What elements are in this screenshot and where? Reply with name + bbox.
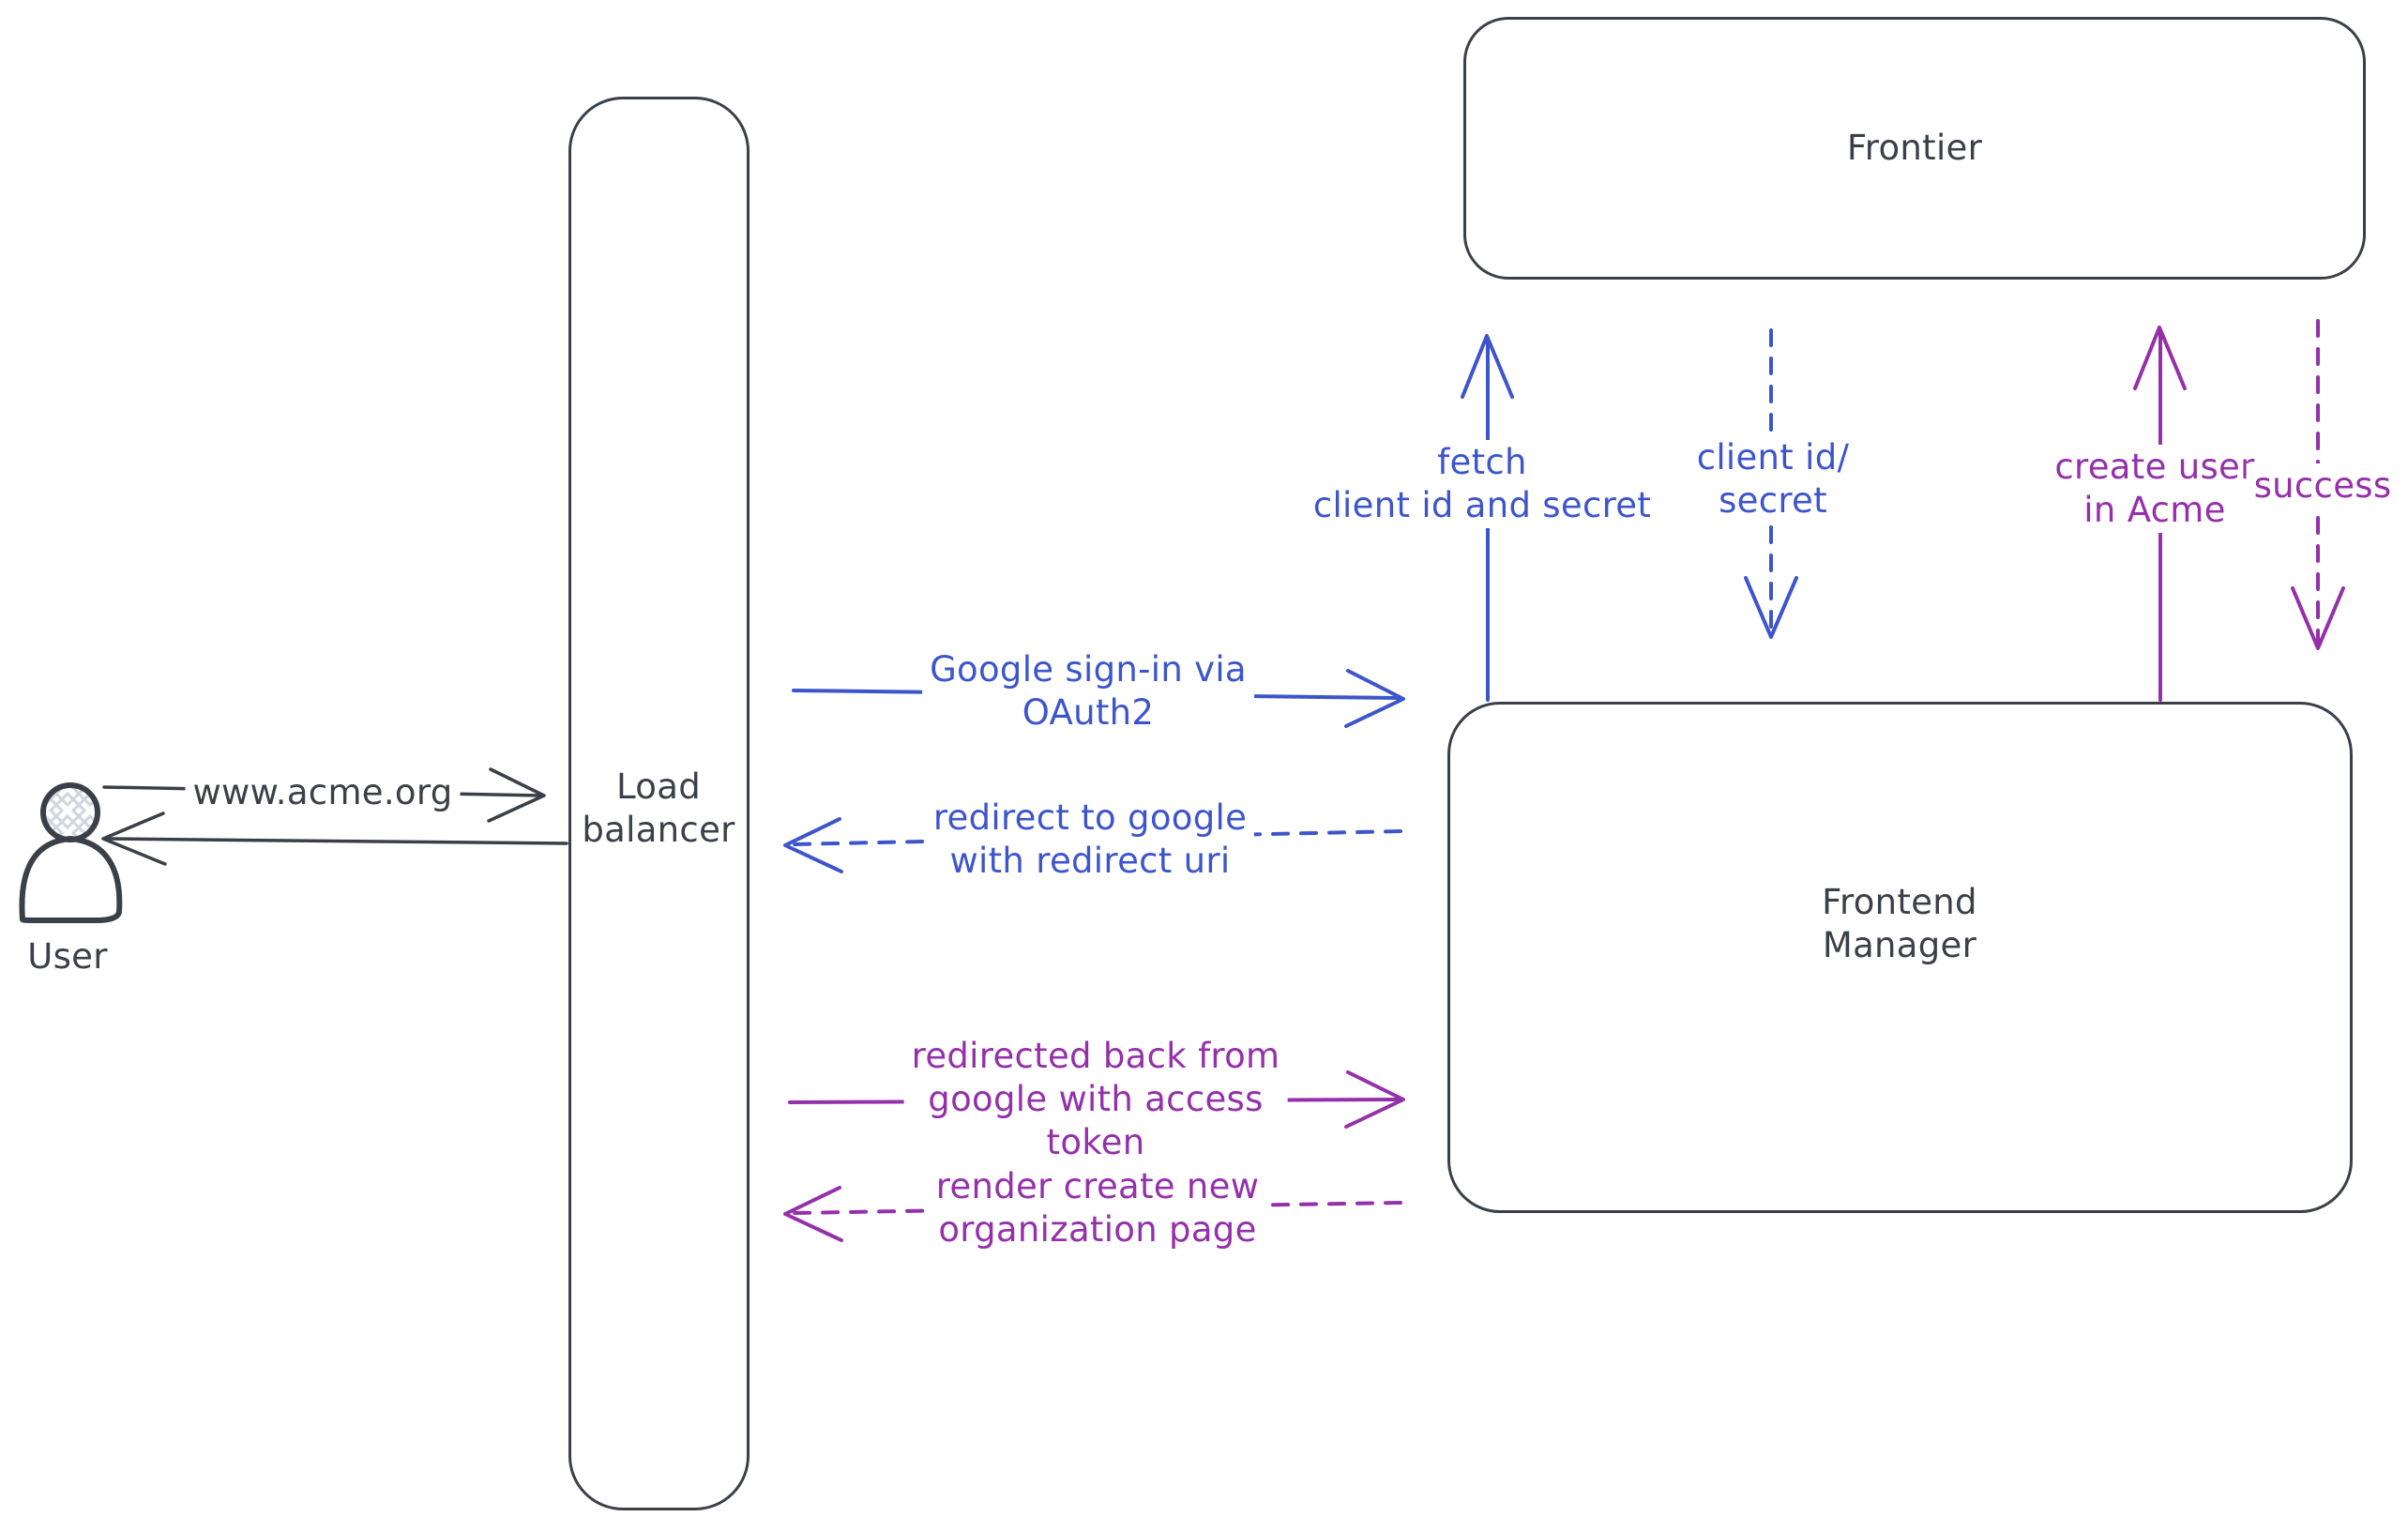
node-load-balancer bbox=[568, 97, 750, 1510]
frontend-manager-label: Frontend Manager bbox=[1822, 882, 1977, 965]
node-frontier bbox=[1463, 17, 2366, 280]
edge-label-redirect-google: redirect to google with redirect uri bbox=[925, 796, 1255, 884]
frontier-label: Frontier bbox=[1846, 128, 1983, 168]
arrow-success bbox=[2291, 319, 2345, 650]
edge-label-create-user: create user in Acme bbox=[2047, 445, 2263, 533]
edge-label-www-acme: www.acme.org bbox=[185, 770, 461, 815]
arrow-redirect-google bbox=[783, 817, 1402, 873]
user-icon bbox=[19, 782, 123, 923]
edge-label-success: success bbox=[2246, 463, 2400, 508]
edge-label-redirected-back: redirected back from google with access … bbox=[903, 1034, 1288, 1165]
edge-label-fetch-client: fetch client id and secret bbox=[1305, 440, 1659, 528]
node-frontend-manager bbox=[1447, 702, 2353, 1213]
arrow-lb-to-user bbox=[101, 812, 568, 866]
edge-label-render-org-page: render create new organization page bbox=[928, 1164, 1267, 1252]
user-label: User bbox=[27, 936, 108, 977]
edge-label-google-signin: Google sign-in via OAuth2 bbox=[922, 647, 1254, 736]
load-balancer-label: Load balancer bbox=[582, 766, 735, 850]
edge-label-client-id-secret: client id/ secret bbox=[1689, 435, 1857, 523]
arrow-render-org-page bbox=[783, 1186, 1402, 1242]
